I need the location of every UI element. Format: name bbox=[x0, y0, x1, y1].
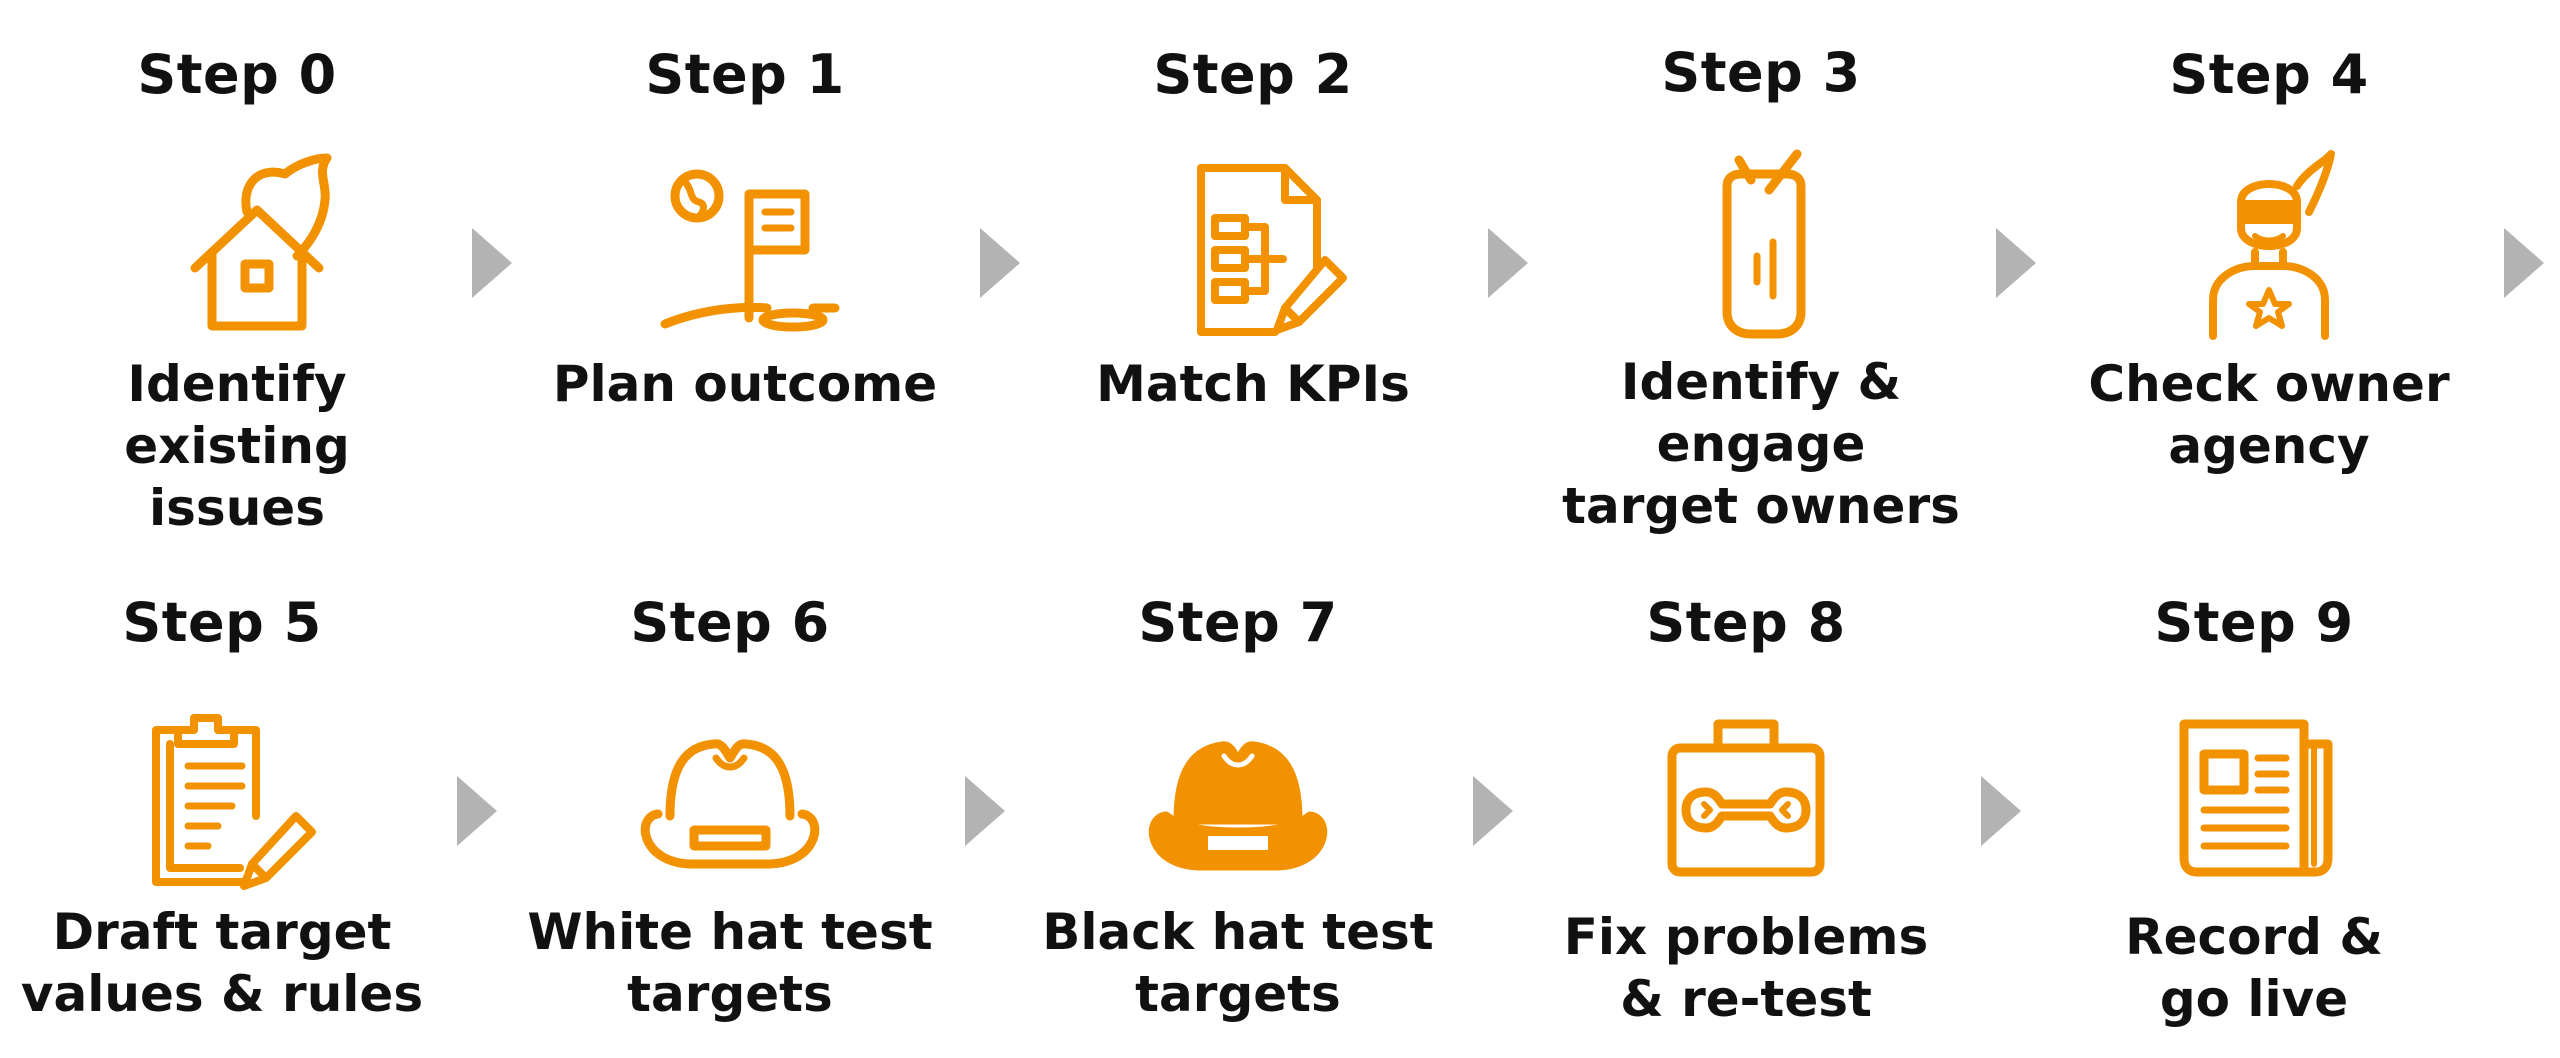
house-fire-icon bbox=[137, 148, 337, 348]
chevron-right-icon bbox=[1488, 228, 1528, 298]
step-description: Match KPIs bbox=[1096, 355, 1410, 413]
chevron-right-icon bbox=[980, 228, 1020, 298]
chevron-right-icon bbox=[965, 776, 1005, 846]
step-title: Step 5 bbox=[122, 591, 322, 654]
step-title: Step 6 bbox=[630, 591, 830, 654]
black-hat-icon bbox=[1138, 696, 1338, 896]
step-description: Record & go live bbox=[2125, 908, 2383, 1028]
clipboard-pencil-icon bbox=[122, 696, 322, 896]
chevron-right-icon bbox=[2504, 228, 2544, 298]
step-description: Identify existing issues bbox=[124, 355, 350, 537]
step-title: Step 1 bbox=[645, 43, 845, 106]
chevron-right-icon bbox=[1473, 776, 1513, 846]
step-title: Step 0 bbox=[137, 43, 337, 106]
step-title: Step 9 bbox=[2154, 591, 2354, 654]
white-hat-icon bbox=[630, 696, 830, 896]
step-description: Fix problems & re-test bbox=[1563, 908, 1929, 1028]
step-title: Step 2 bbox=[1153, 43, 1353, 106]
step-title: Step 3 bbox=[1661, 41, 1861, 104]
step-title: Step 4 bbox=[2169, 43, 2369, 106]
step-title: Step 8 bbox=[1646, 591, 1846, 654]
chevron-right-icon bbox=[457, 776, 497, 846]
toolbox-icon bbox=[1646, 696, 1846, 896]
document-pencil-icon bbox=[1153, 148, 1353, 348]
step-description: Black hat test targets bbox=[1042, 903, 1434, 1023]
radio-walkie-icon bbox=[1661, 146, 1861, 346]
newspaper-icon bbox=[2154, 696, 2354, 896]
step-description: Draft target values & rules bbox=[20, 903, 424, 1023]
globe-flag-icon bbox=[645, 148, 845, 348]
step-title: Step 7 bbox=[1138, 591, 1338, 654]
step-description: Identify & engage target owners bbox=[1562, 353, 1960, 535]
step-description: Check owner agency bbox=[2088, 355, 2450, 475]
superhero-icon bbox=[2169, 148, 2369, 348]
step-description: Plan outcome bbox=[552, 355, 938, 413]
chevron-right-icon bbox=[1981, 776, 2021, 846]
step-description: White hat test targets bbox=[527, 903, 933, 1023]
chevron-right-icon bbox=[1996, 228, 2036, 298]
chevron-right-icon bbox=[472, 228, 512, 298]
